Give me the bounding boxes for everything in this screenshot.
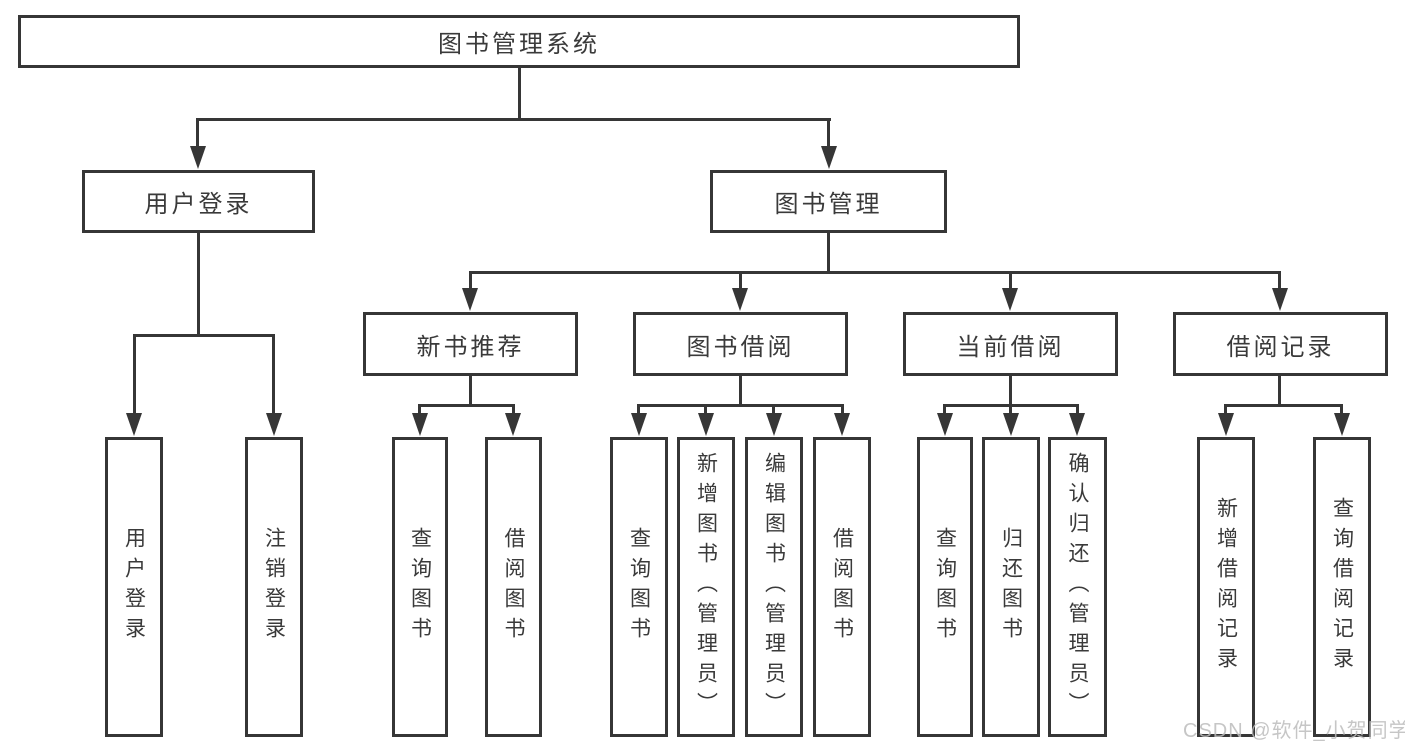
connector-line — [739, 271, 742, 291]
leaf-box-current-return-books: 归还图书 — [982, 437, 1040, 737]
arrowhead-down-icon — [462, 288, 478, 311]
connector-line — [272, 334, 275, 415]
arrowhead-down-icon — [821, 146, 837, 169]
connector-line — [1224, 404, 1342, 407]
leaf-box-logout: 注销登录 — [245, 437, 303, 737]
connector-line — [469, 271, 472, 291]
leaf-box-borrow-edit-books-admin: 编辑图书（管理员） — [745, 437, 803, 737]
connector-line — [1224, 404, 1227, 416]
connector-line — [739, 376, 742, 407]
connector-line — [1340, 404, 1343, 416]
leaf-box-borrow-query-books: 查询图书 — [610, 437, 668, 737]
leaf-box-newrec-query-books: 查询图书 — [392, 437, 448, 737]
arrowhead-down-icon — [732, 288, 748, 311]
connector-line — [469, 376, 472, 407]
arrowhead-down-icon — [834, 413, 850, 436]
node-box-root: 图书管理系统 — [18, 15, 1020, 68]
connector-line — [133, 334, 275, 337]
connector-line — [196, 118, 199, 148]
node-box-user-login: 用户登录 — [82, 170, 315, 233]
connector-line — [469, 271, 1281, 274]
leaf-box-borrow-add-books-admin: 新增图书（管理员） — [677, 437, 735, 737]
csdn-watermark: CSDN @软件_小贺同学 — [1183, 720, 1405, 742]
connector-line — [637, 404, 640, 416]
arrowhead-down-icon — [631, 413, 647, 436]
arrowhead-down-icon — [126, 413, 142, 436]
arrowhead-down-icon — [1272, 288, 1288, 311]
connector-line — [518, 68, 521, 121]
arrowhead-down-icon — [505, 413, 521, 436]
leaf-box-current-confirm-return-admin: 确认归还（管理员） — [1048, 437, 1107, 737]
leaf-box-user-login: 用户登录 — [105, 437, 163, 737]
arrowhead-down-icon — [1069, 413, 1085, 436]
leaf-box-newrec-borrow-books: 借阅图书 — [485, 437, 542, 737]
connector-line — [1278, 376, 1281, 407]
connector-line — [1009, 271, 1012, 291]
connector-line — [418, 404, 515, 407]
connector-line — [418, 404, 421, 416]
node-box-new-book-rec: 新书推荐 — [363, 312, 578, 376]
connector-line — [1076, 404, 1079, 416]
node-box-current-borrow: 当前借阅 — [903, 312, 1118, 376]
connector-line — [704, 404, 707, 416]
arrowhead-down-icon — [698, 413, 714, 436]
arrowhead-down-icon — [266, 413, 282, 436]
arrowhead-down-icon — [1218, 413, 1234, 436]
connector-line — [827, 118, 830, 148]
connector-line — [196, 118, 831, 121]
connector-line — [943, 404, 946, 416]
connector-line — [637, 404, 844, 407]
arrowhead-down-icon — [1334, 413, 1350, 436]
arrowhead-down-icon — [412, 413, 428, 436]
leaf-box-borrow-borrow-books: 借阅图书 — [813, 437, 871, 737]
leaf-box-record-query-record: 查询借阅记录 — [1313, 437, 1371, 737]
connector-line — [512, 404, 515, 416]
node-box-borrow-record: 借阅记录 — [1173, 312, 1388, 376]
connector-line — [1009, 376, 1012, 407]
connector-line — [827, 233, 830, 274]
arrowhead-down-icon — [1003, 413, 1019, 436]
connector-line — [772, 404, 775, 416]
node-box-book-borrow: 图书借阅 — [633, 312, 848, 376]
node-box-book-mgmt: 图书管理 — [710, 170, 947, 233]
leaf-box-record-add-record: 新增借阅记录 — [1197, 437, 1255, 737]
connector-line — [1009, 404, 1012, 416]
arrowhead-down-icon — [937, 413, 953, 436]
connector-line — [133, 334, 136, 415]
leaf-box-current-query-books: 查询图书 — [917, 437, 973, 737]
arrowhead-down-icon — [190, 146, 206, 169]
arrowhead-down-icon — [766, 413, 782, 436]
arrowhead-down-icon — [1002, 288, 1018, 311]
connector-line — [1278, 271, 1281, 291]
connector-line — [197, 233, 200, 337]
connector-line — [841, 404, 844, 416]
